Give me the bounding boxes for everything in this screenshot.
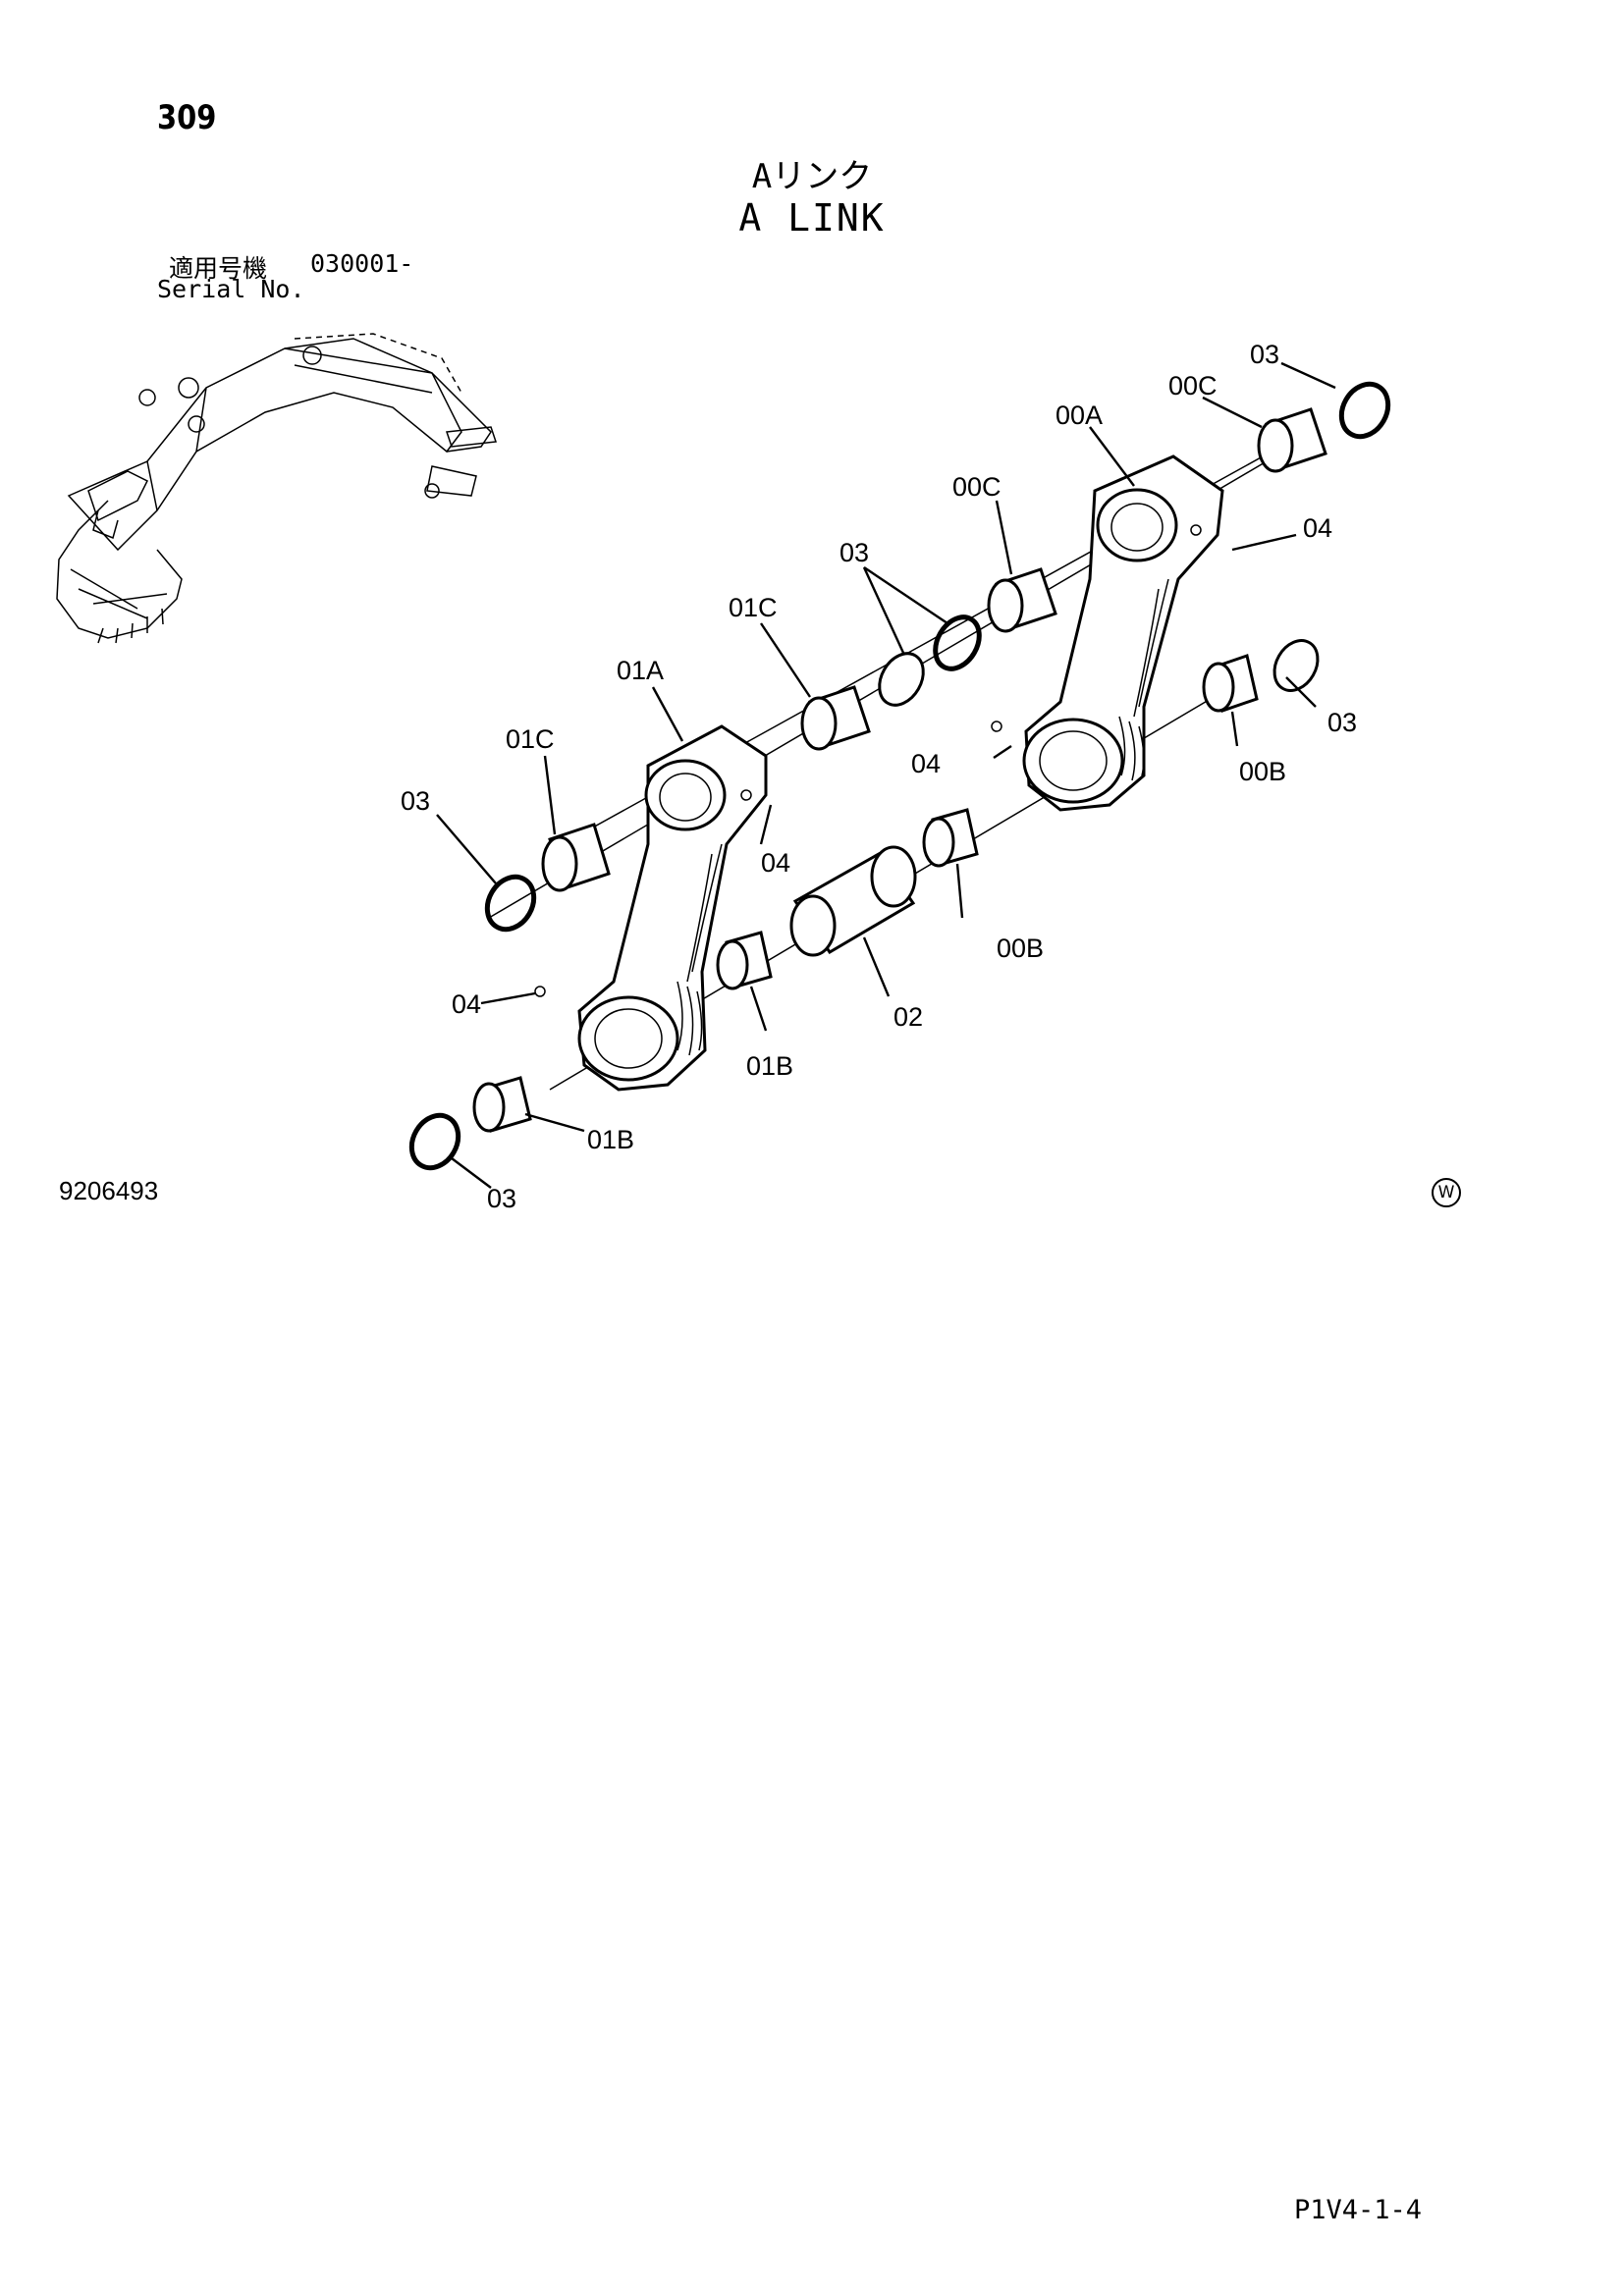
title-japanese: Aリンク [751,157,873,196]
page-reference: P1V4-1-4 [1294,2195,1423,2225]
drawing-number: 9206493 [59,1176,159,1205]
callout-04: 04 [1303,513,1332,543]
callout-02: 02 [893,1002,923,1032]
serial-number-value: 030001- [310,249,414,278]
excavator-thumbnail [56,333,498,644]
bushing-00C-mid [987,567,1057,633]
callout-01B: 01B [746,1051,793,1081]
callout-04: 04 [911,749,941,778]
callout-03: 03 [1327,708,1357,737]
w-circle-mark: W [1432,1178,1461,1207]
bushings [472,407,1327,1133]
bushing-01C-mid [800,685,871,751]
link-01A [534,724,768,1092]
bushing-00B-right [1202,654,1259,713]
callout-00A: 00A [1056,400,1103,430]
page-number: 309 [157,98,217,137]
seal-rings-03 [408,381,1391,1171]
bushing-00B-mid [922,808,979,868]
callout-labels: 03 00C 00A 04 00C 03 01C 01A 03 04 00B 0… [401,340,1357,1213]
leader-lines [436,361,1336,1189]
bushing-00C-top [1257,407,1327,473]
serial-label-english: Serial No. [157,275,305,303]
callout-03: 03 [1250,340,1279,369]
callout-00B: 00B [1239,757,1286,786]
callout-01C: 01C [506,724,555,754]
exploded-parts-diagram: 03 00C 00A 04 00C 03 01C 01A 03 04 00B 0… [56,333,1391,1213]
callout-04: 04 [452,989,481,1019]
bushing-01B-mid [716,931,773,990]
callout-04: 04 [761,848,790,878]
bushing-01B-bottom [472,1076,532,1133]
callout-01B: 01B [587,1125,634,1154]
callout-01A: 01A [617,656,664,685]
callout-03: 03 [839,538,869,567]
callout-00C: 00C [952,472,1001,502]
bushing-01C-left [541,823,611,892]
callout-01C: 01C [729,593,778,622]
link-00A [991,454,1224,812]
serial-label-japanese: 適用号機 [169,254,268,283]
pin-02 [789,845,917,957]
callout-03: 03 [487,1184,516,1213]
callout-00C: 00C [1168,371,1218,400]
callout-00B: 00B [997,934,1044,963]
callout-03: 03 [401,786,430,816]
title-english: A LINK [738,196,886,240]
